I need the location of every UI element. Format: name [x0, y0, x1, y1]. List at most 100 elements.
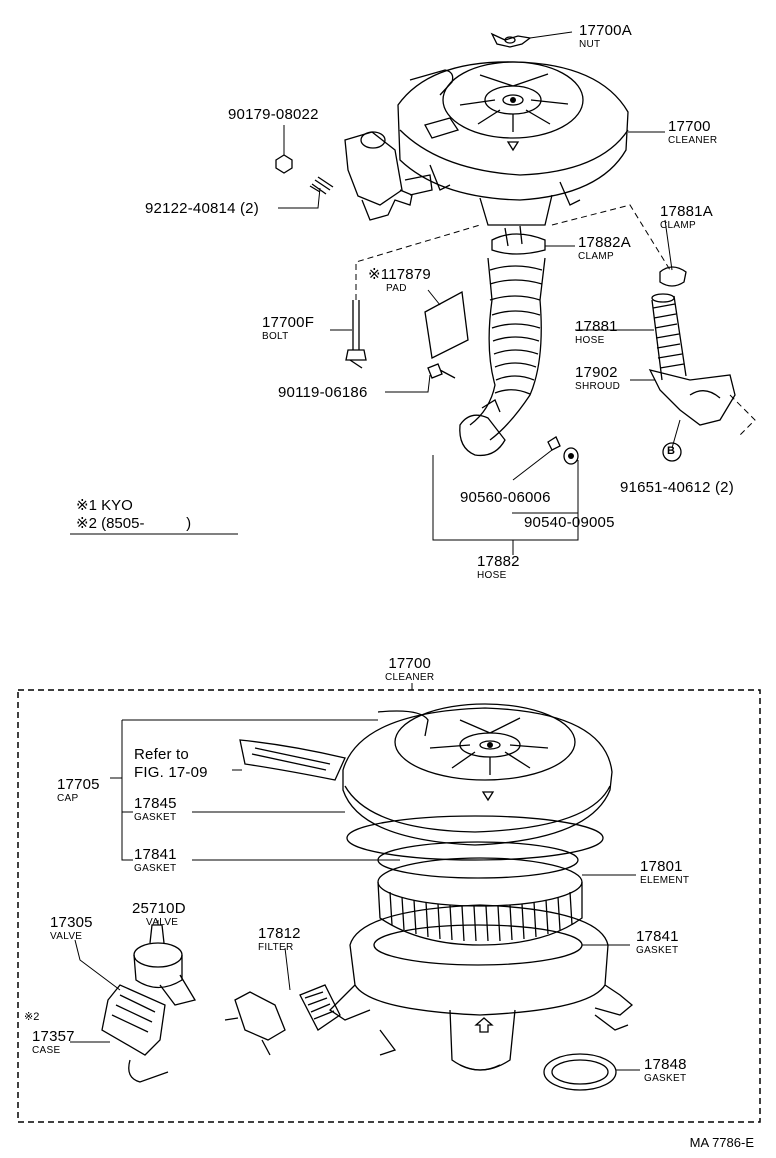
part-number: 92122-40814 (2) [145, 200, 259, 217]
part-name: GASKET [134, 863, 177, 874]
part-number: 17848 [644, 1056, 687, 1073]
gasket-17845-part [346, 815, 604, 861]
label-17801: 17801 ELEMENT [640, 858, 689, 886]
part-number: 90540-09005 [524, 514, 615, 531]
label-17902: 17902 SHROUD [575, 364, 620, 392]
part-name: ELEMENT [640, 875, 690, 886]
label-17881a: 17881A CLAMP [660, 203, 713, 231]
part-number: 17700 [388, 655, 432, 672]
part-name: BOLT [262, 331, 289, 342]
part-number: 17902 [575, 364, 618, 381]
part-name: HOSE [575, 335, 605, 346]
part-number: 91651-40612 (2) [620, 479, 734, 496]
part-name: GASKET [636, 945, 679, 956]
part-name: SHROUD [575, 381, 621, 392]
callout-b-circle [662, 442, 682, 462]
valve-25710d-part [133, 924, 197, 1006]
cap-17705-part [342, 703, 613, 846]
part-name: CLEANER [668, 135, 718, 146]
part-number: 17841 [134, 846, 177, 863]
part-number: 17845 [134, 795, 177, 812]
label-90540: 90540-09005 [524, 514, 615, 531]
label-17848: 17848 GASKET [644, 1056, 687, 1084]
valve-assembly-part [344, 131, 433, 221]
part-name: PAD [386, 283, 407, 294]
part-name: VALVE [50, 931, 83, 942]
air-cleaner-part [397, 61, 629, 226]
nut-90179-part [275, 154, 293, 174]
label-17812: 17812 FILTER [258, 925, 301, 953]
part-number: 17705 [57, 776, 100, 793]
part-number: 90179-08022 [228, 106, 319, 123]
refer-fig-text: FIG. 17-09 [134, 764, 208, 781]
screw-90119-part [427, 363, 456, 379]
label-92122: 92122-40814 (2) [145, 200, 259, 217]
case-body-part [328, 904, 634, 1071]
pad-17879-part [424, 290, 469, 359]
part-number: 25710D [132, 900, 186, 917]
hose-17881-part [651, 293, 687, 381]
part-name: FILTER [258, 942, 294, 953]
label-17700a: 17700A NUT [579, 22, 632, 50]
part-number: 17812 [258, 925, 301, 942]
callout-b-text: B [667, 445, 675, 457]
part-name: VALVE [146, 917, 179, 928]
label-25710d: 25710D VALVE [132, 900, 186, 928]
part-number: 17700 [668, 118, 711, 135]
part-name: CLAMP [578, 251, 614, 262]
gasket-17841-upper-part [377, 841, 579, 879]
part-number: 17801 [640, 858, 683, 875]
part-number: 17881 [575, 318, 618, 335]
label-90119: 90119-06186 [278, 384, 368, 401]
label-17841-lower: 17841 GASKET [636, 928, 679, 956]
stud-92122-part [309, 176, 334, 195]
gasket-17848-part [543, 1053, 617, 1091]
part-number: 17881A [660, 203, 713, 220]
clamp-17881a-part [659, 266, 687, 287]
label-90179: 90179-08022 [228, 106, 319, 123]
assembly-frame [17, 689, 761, 1123]
part-number: 90119-06186 [278, 384, 368, 401]
note-2: ※2 (8505- ) [76, 515, 192, 532]
wing-nut-part [490, 32, 532, 48]
part-name: GASKET [134, 812, 177, 823]
part-name: NUT [579, 39, 601, 50]
label-17357: 17357 CASE [32, 1028, 75, 1056]
label-17700-top: 17700 CLEANER [668, 118, 717, 146]
label-17705: 17705 CAP [57, 776, 100, 804]
part-number: 17700F [262, 314, 315, 331]
clamp-17882a-part [491, 225, 546, 255]
label-90560: 90560-06006 [460, 489, 551, 506]
label-91651: 91651-40612 (2) [620, 479, 734, 496]
hose-17882-part [459, 257, 546, 457]
part-name: CLAMP [660, 220, 696, 231]
part-name: HOSE [477, 570, 507, 581]
refer-sheet-part [239, 739, 346, 781]
label-17305: 17305 VALVE [50, 914, 93, 942]
star-2-mark: ※2 [24, 1011, 40, 1023]
element-17801-part [377, 857, 583, 946]
label-17700f: 17700F BOLT [262, 314, 314, 342]
note-1: ※1 KYO [76, 497, 133, 514]
label-17882: 17882 HOSE [477, 553, 520, 581]
part-number: ※117879 [368, 266, 431, 283]
label-17879: ※117879 PAD [368, 265, 431, 294]
figure-reference: MA 7786-E [689, 1135, 754, 1150]
label-17882a: 17882A CLAMP [578, 234, 631, 262]
label-17881: 17881 HOSE [575, 318, 618, 346]
label-17700-bottom: 17700 CLEANER [385, 655, 434, 683]
part-number: 17357 [32, 1028, 75, 1045]
part-number: 17882 [477, 553, 520, 570]
part-number: 17882A [578, 234, 631, 251]
refer-to-text: Refer to [134, 746, 189, 763]
valve-17305-case-part [101, 984, 169, 1083]
part-number: 90560-06006 [460, 489, 551, 506]
part-name: CLEANER [385, 672, 435, 683]
part-name: CAP [57, 793, 79, 804]
part-number: 17305 [50, 914, 93, 931]
bolt-17700f-part [345, 300, 367, 369]
part-number: 17700A [579, 22, 632, 39]
nut-90540-part [563, 447, 579, 465]
filter-17812-part [299, 984, 341, 1031]
